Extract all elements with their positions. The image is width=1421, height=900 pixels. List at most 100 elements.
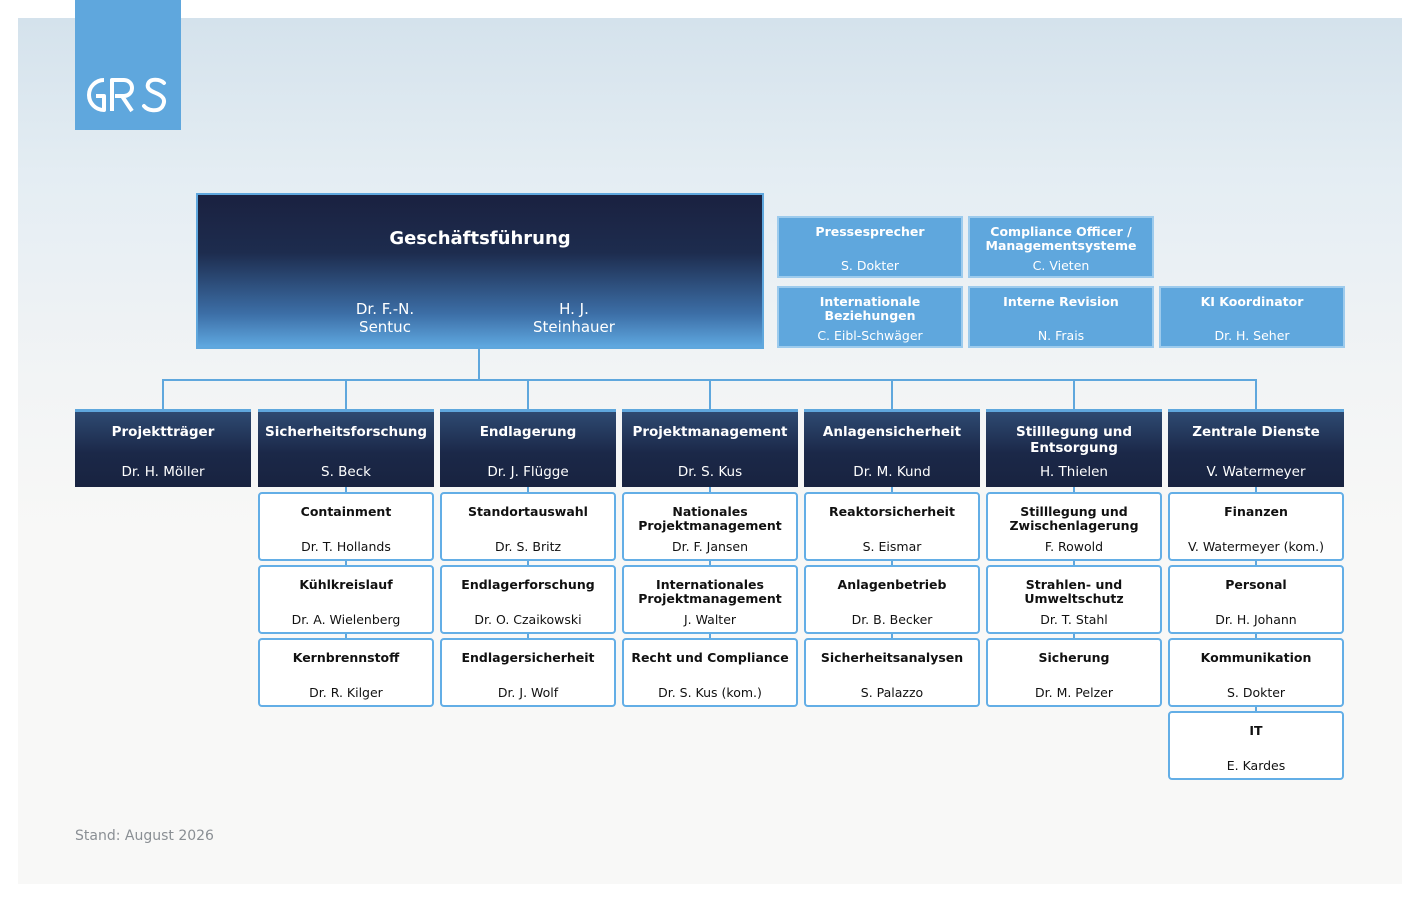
management-name-1: Dr. F.-N. Sentuc [355,300,415,336]
department-box-name: E. Kardes [1226,758,1286,773]
staff-name: Dr. H. Seher [1214,328,1290,343]
department-box-title: Reaktorsicherheit [829,504,955,519]
department-box: Internationales Projektmanagement J. Walt… [622,565,798,634]
division-box-name: Dr. S. Kus [677,464,743,480]
department-box-name: Dr. O. Czaikowski [474,612,582,627]
grs-logo [75,0,181,130]
department-box: Finanzen V. Watermeyer (kom.) [1168,492,1344,561]
staff-title: Pressesprecher [815,224,925,239]
division-box-name: S. Beck [321,464,371,480]
staff-internal-audit: Interne Revision N. Frais [968,286,1154,348]
department-box-name: Dr. T. Hollands [301,539,391,554]
staff-title: Internationale Beziehungen [819,294,921,323]
department-box-title: Containment [300,504,392,519]
department-box-name: Dr. S. Britz [494,539,562,554]
division-box-title: Projektmanagement [632,424,788,440]
department-box-title: Strahlen- und Umweltschutz [1024,577,1124,606]
department-box-title: Kühlkreislauf [299,577,393,592]
division-box-title: Projektträger [111,424,215,440]
department-box: Sicherheitsanalysen S. Palazzo [804,638,980,707]
department-box-name: Dr. F. Jansen [671,539,749,554]
department-box-name: F. Rowold [1044,539,1104,554]
division-box-name: Dr. H. Möller [121,464,205,480]
department-box-name: S. Eismar [862,539,922,554]
department-box: Stilllegung und Zwischenlagerung F. Rowol… [986,492,1162,561]
management-box: Geschäftsführung Dr. F.-N. Sentuc H. J. … [196,193,764,349]
management-name-2: H. J. Steinhauer [533,300,615,336]
staff-title: KI Koordinator [1200,294,1304,309]
department-box-name: Dr. R. Kilger [309,685,383,700]
division-box-title: Sicherheitsforschung [265,424,427,440]
department-box-title: Standortauswahl [468,504,588,519]
department-box-name: Dr. J. Wolf [497,685,559,700]
division-box-name: V. Watermeyer [1206,464,1306,480]
department-box-name: S. Dokter [1226,685,1286,700]
staff-name: N. Frais [1037,328,1085,343]
department-box-title: Endlagersicherheit [461,650,595,665]
division-box: Stilllegung und Entsorgung H. Thielen [986,409,1162,487]
division-box-title: Anlagensicherheit [822,424,962,440]
department-box-name: Dr. B. Becker [851,612,933,627]
staff-press-spokesperson: Pressesprecher S. Dokter [777,216,963,278]
division-box: Sicherheitsforschung S. Beck [258,409,434,487]
division-box-name: Dr. J. Flügge [487,464,569,480]
staff-name: C. Eibl-Schwäger [817,328,923,343]
management-title: Geschäftsführung [389,228,571,249]
stand-date: Stand: August 2026 [75,828,214,844]
department-box-name: S. Palazzo [860,685,924,700]
staff-compliance-officer: Compliance Officer / Managementsysteme C… [968,216,1154,278]
department-box-name: V. Watermeyer (kom.) [1187,539,1325,554]
department-box-title: Anlagenbetrieb [837,577,947,592]
division-box-name: Dr. M. Kund [853,464,931,480]
department-box-title: Stilllegung und Zwischenlagerung [1009,504,1139,533]
department-box-name: Dr. T. Stahl [1040,612,1108,627]
department-box-name: Dr. M. Pelzer [1035,685,1113,700]
department-box-title: Recht und Compliance [631,650,789,665]
staff-title: Interne Revision [1003,294,1119,309]
department-box: Reaktorsicherheit S. Eismar [804,492,980,561]
department-box-title: Sicherheitsanalysen [820,650,964,665]
department-box: IT E. Kardes [1168,711,1344,780]
department-box-title: Personal [1225,577,1287,592]
grs-logo-icon [87,77,167,113]
department-box-title: Kernbrennstoff [292,650,400,665]
staff-name: S. Dokter [840,258,900,273]
division-box-title: Zentrale Dienste [1192,424,1320,440]
division-box-title: Endlagerung [479,424,577,440]
staff-international-relations: Internationale Beziehungen C. Eibl-Schwä… [777,286,963,348]
department-box-title: Finanzen [1224,504,1288,519]
department-box-name: Dr. S. Kus (kom.) [658,685,762,700]
department-box-name: J. Walter [683,612,737,627]
department-box-name: Dr. H. Johann [1215,612,1297,627]
department-box-title: IT [1249,723,1263,738]
staff-title: Compliance Officer / Managementsysteme [985,224,1137,253]
department-box-title: Internationales Projektmanagement [638,577,782,606]
department-box-name: Dr. A. Wielenberg [291,612,401,627]
division-box-title: Stilllegung und Entsorgung [1016,424,1132,456]
department-box-title: Nationales Projektmanagement [638,504,782,533]
department-box-title: Kommunikation [1200,650,1312,665]
department-box: Kommunikation S. Dokter [1168,638,1344,707]
staff-ai-coordinator: KI Koordinator Dr. H. Seher [1159,286,1345,348]
division-box: Zentrale Dienste V. Watermeyer [1168,409,1344,487]
department-box-title: Sicherung [1038,650,1110,665]
staff-name: C. Vieten [1032,258,1090,273]
division-box-name: H. Thielen [1040,464,1108,480]
department-box-title: Endlagerforschung [461,577,595,592]
